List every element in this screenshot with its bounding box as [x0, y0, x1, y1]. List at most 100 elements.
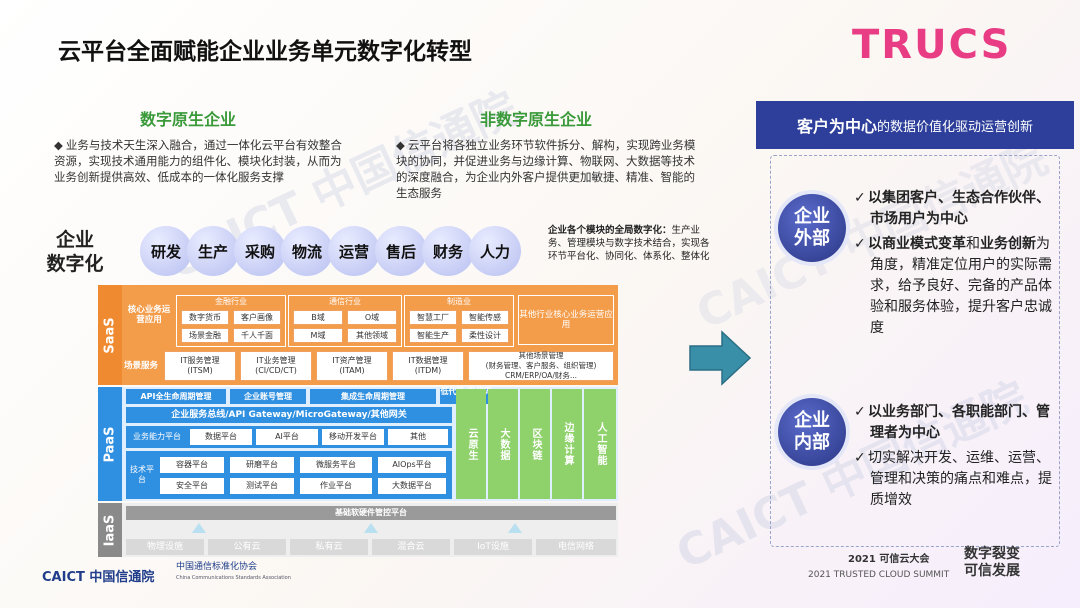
module-bubble: 采购	[234, 226, 286, 276]
ccsa-name: 中国通信标准化协会	[176, 562, 258, 572]
industry-item: B域	[293, 310, 343, 325]
industry-item: O域	[347, 310, 397, 325]
saas-core-label: 核心业务运营应用	[127, 305, 171, 325]
paas-integration-lifecycle: 集成生命周期管理	[310, 389, 436, 404]
col-cloud-native: 云原生	[456, 389, 486, 499]
col-big-data: 大数据	[488, 389, 518, 499]
module-bubble: 售后	[375, 226, 427, 276]
paas-band: PaaS	[98, 387, 122, 501]
industry-group: 金融行业 数字货币 客户画像 场景金融 千人千面	[176, 295, 286, 347]
tech-platform-label: 技术平台	[130, 465, 154, 484]
paas-data-platform: 数据平台	[190, 429, 252, 445]
internal-point-1-text: 以业务部门、各职能部门、管理者为中心	[868, 404, 1050, 441]
module-note-text: 生产业务、管理模块与数字技术结合，实现各环节平台化、协同化、体系化、整体化	[548, 225, 710, 262]
up-arrow-icon	[192, 523, 206, 533]
iaas-band: IaaS	[98, 503, 122, 557]
up-arrow-icon	[508, 523, 522, 533]
internal-label-line1: 企业	[794, 410, 830, 431]
check-icon: ✓	[854, 236, 866, 252]
module-bubble: 人力	[469, 226, 521, 276]
module-bubble: 运营	[328, 226, 380, 276]
iaas-item: 混合云	[372, 539, 450, 555]
paas-band-label: PaaS	[102, 425, 118, 463]
iaas-item: 电信网络	[536, 539, 616, 555]
paas-service-bus: 企业服务总线/API Gateway/MicroGateway/其他网关	[126, 407, 452, 423]
industry-group-name: 通信行业	[329, 297, 361, 306]
iaas-item: 私有云	[290, 539, 368, 555]
external-label-line2: 外部	[794, 228, 830, 249]
industry-item: 柔性设计	[461, 328, 509, 343]
native-description: ◆业务与技术天生深入融合，通过一体化云平台有效整合资源，实现技术通用能力的组件化…	[54, 137, 344, 185]
tech-item: AIOps平台	[378, 457, 446, 473]
saas-band: SaaS	[98, 285, 122, 385]
paas-api-lifecycle: API全生命周期管理	[126, 389, 226, 404]
iaas-band-label: IaaS	[102, 514, 118, 546]
page-title: 云平台全面赋能企业业务单元数字化转型	[58, 39, 472, 65]
module-note-bold: 企业各个模块的全局数字化：	[548, 225, 672, 236]
external-bold-1: 以商业模式变革	[868, 236, 966, 252]
paas-account-mgmt: 企业账号管理	[230, 389, 306, 404]
tech-item: 研磨平台	[230, 457, 294, 473]
industry-item: 智能生产	[409, 328, 457, 343]
tech-item: 容器平台	[160, 457, 224, 473]
trucs-logo: TRUCS	[852, 22, 1012, 68]
tech-item: 微服务平台	[300, 457, 372, 473]
native-heading: 数字原生企业	[140, 110, 237, 129]
industry-item: 智能传感	[461, 310, 509, 325]
industry-item: 其他领域	[347, 328, 397, 343]
paas-other: 其他	[388, 429, 448, 445]
external-circle: 企业外部	[778, 194, 846, 262]
tech-item: 作业平台	[300, 478, 372, 494]
check-icon: ✓	[854, 404, 866, 420]
service-itsm: IT服务管理 (ITSM)	[164, 351, 236, 381]
slogan-line1: 数字裂变	[964, 546, 1020, 562]
summit-name-en: 2021 TRUSTED CLOUD SUMMIT	[808, 570, 950, 580]
industry-item: 智慧工厂	[409, 310, 457, 325]
tech-item: 测试平台	[230, 478, 294, 494]
industry-item: 客户画像	[233, 310, 281, 325]
paas-ai-platform: AI平台	[256, 429, 318, 445]
check-icon: ✓	[854, 190, 866, 206]
industry-group: 通信行业 B域 O域 M域 其他领域	[288, 295, 402, 347]
ccsa-name-en: China Communications Standards Associati…	[176, 575, 291, 581]
module-bubbles: 研发 生产 采购 物流 运营 售后 财务 人力	[140, 226, 530, 276]
external-point-1-text: 以集团客户、生态合作伙伴、市场用户为中心	[868, 190, 1050, 227]
other-core-apps: 其他行业核心业务运营应用	[518, 295, 614, 345]
service-itam: IT资产管理 (ITAM)	[316, 351, 388, 381]
col-edge-computing: 边缘计算	[552, 389, 582, 499]
iaas-item: IoT设施	[454, 539, 532, 555]
up-arrow-icon	[364, 523, 378, 533]
right-panel-box	[770, 155, 1060, 547]
internal-circle: 企业内部	[778, 398, 846, 466]
module-bubble: 研发	[140, 226, 192, 276]
native-text: 业务与技术天生深入融合，通过一体化云平台有效整合资源，实现技术通用能力的组件化、…	[54, 138, 342, 184]
external-point-2: ✓以商业模式变革和业务创新为角度，精准定位用户的实际需求，给予良好、完备的产品体…	[854, 234, 1056, 339]
paas-business-platform: 业务能力平台	[133, 432, 181, 441]
external-mid: 和	[966, 236, 980, 252]
other-scene-management: 其他场景管理 (财务管理、客户服务、组织管理) CRM/ERP/OA/财务...	[468, 351, 614, 381]
module-bubble: 生产	[187, 226, 239, 276]
service-itdm: IT数据管理 (ITDM)	[392, 351, 464, 381]
iaas-item: 物理设施	[126, 539, 204, 555]
header-big-text: 客户为中心	[796, 117, 877, 136]
nonnative-description: ◆云平台将各独立业务环节软件拆分、解构，实现跨业务模块的协同，并促进业务与边缘计…	[396, 137, 696, 201]
saas-scene-label: 场景服务	[124, 361, 159, 371]
header-small-text: 的数据价值化驱动运营创新	[877, 119, 1034, 135]
caict-logo: CAICT 中国信通院	[42, 570, 155, 585]
industry-group-name: 金融行业	[215, 297, 247, 306]
tech-item: 大数据平台	[378, 478, 446, 494]
industry-item: M域	[293, 328, 343, 343]
enterprise-label-line1: 企业	[55, 229, 94, 251]
right-arrow-icon	[689, 330, 752, 386]
industry-item: 场景金融	[181, 328, 229, 343]
tech-item: 安全平台	[160, 478, 224, 494]
module-bubble: 财务	[422, 226, 474, 276]
slogan-line2: 可信发展	[964, 563, 1020, 579]
customer-centric-header: 客户为中心的数据价值化驱动运营创新	[756, 101, 1074, 149]
industry-item: 千人千面	[233, 328, 281, 343]
iaas-control-platform: 基础软硬件管控平台	[126, 506, 616, 520]
diamond-bullet-icon: ◆	[54, 138, 63, 152]
industry-group-name: 制造业	[447, 297, 471, 306]
nonnative-text: 云平台将各独立业务环节软件拆分、解构，实现跨业务模块的协同，并促进业务与边缘计算…	[396, 138, 696, 200]
architecture-diagram: SaaS 核心业务运营应用 场景服务 金融行业 数字货币 客户画像 场景金融 千…	[98, 285, 618, 557]
